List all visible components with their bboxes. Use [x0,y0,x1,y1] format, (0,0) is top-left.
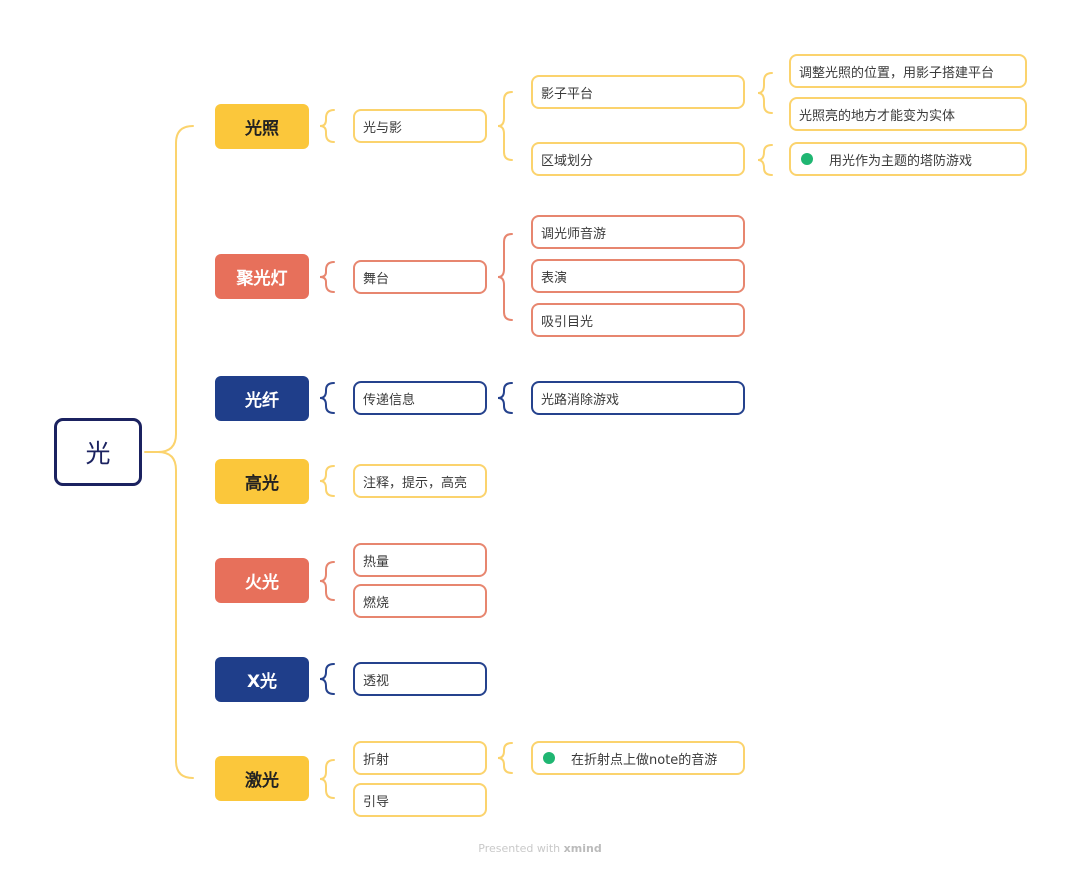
topic-ranshao[interactable]: 燃烧 [353,584,487,618]
topic-label: 舞台 [363,271,390,287]
topic-guanglu[interactable]: 光路消除游戏 [531,381,745,415]
topic-label: 透视 [363,673,390,689]
brace-huoguang [319,561,335,601]
footer-prefix: Presented with [478,842,561,855]
topic-label: 调整光照的位置，用影子搭建平台 [799,65,995,81]
topic-label: 燃烧 [363,595,390,611]
topic-note-yinyou[interactable]: 在折射点上做note的音游 [531,741,745,775]
footer-brand: xmind [563,842,602,855]
brace-chuandi [497,382,513,414]
topic-label: 影子平台 [541,86,594,102]
topic-tafang[interactable]: 用光作为主题的塔防游戏 [789,142,1027,176]
branch-huoguang[interactable]: 火光 [215,558,309,603]
topic-label: 注释，提示，高亮 [363,475,468,491]
brace-jiguang [319,759,335,799]
brace-gaoguang [319,465,335,497]
branch-guangzhao[interactable]: 光照 [215,104,309,149]
topic-label: 折射 [363,752,390,768]
branch-guangxian[interactable]: 光纤 [215,376,309,421]
topic-chuandi[interactable]: 传递信息 [353,381,487,415]
topic-label: 表演 [541,270,568,286]
green-marker-icon [543,752,555,764]
root-topic[interactable]: 光 [54,418,142,486]
topic-label: 光与影 [363,120,403,136]
brace-xguang [319,663,335,695]
topic-label: 用光作为主题的塔防游戏 [829,153,973,169]
brace-wutai [497,233,513,321]
branch-xguang[interactable]: X光 [215,657,309,702]
topic-label: 区域划分 [541,153,594,169]
topic-reliang[interactable]: 热量 [353,543,487,577]
branch-jiguang[interactable]: 激光 [215,756,309,801]
topic-label: 吸引目光 [541,314,594,330]
topic-yingzi-pingtai[interactable]: 影子平台 [531,75,745,109]
topic-zheshe[interactable]: 折射 [353,741,487,775]
topic-biaoyan[interactable]: 表演 [531,259,745,293]
brace-guangzhao [319,109,335,143]
brace-guangxian [319,382,335,414]
topic-label: 引导 [363,794,390,810]
topic-quyu-huafen[interactable]: 区域划分 [531,142,745,176]
topic-wutai[interactable]: 舞台 [353,260,487,294]
topic-guang-yu-ying[interactable]: 光与影 [353,109,487,143]
topic-zhushi[interactable]: 注释，提示，高亮 [353,464,487,498]
brace-quyu [757,144,773,176]
branch-gaoguang[interactable]: 高光 [215,459,309,504]
brace-yingzi [757,72,773,114]
topic-label: 调光师音游 [541,226,607,242]
topic-label: 传递信息 [363,392,416,408]
brace-guang-yu-ying [497,91,513,161]
brace-zheshe [497,742,513,774]
topic-toushi[interactable]: 透视 [353,662,487,696]
topic-label: 光路消除游戏 [541,392,620,408]
topic-xiyin[interactable]: 吸引目光 [531,303,745,337]
topic-label: 在折射点上做note的音游 [571,752,718,768]
topic-label: 热量 [363,554,390,570]
topic-guangzhao-liang[interactable]: 光照亮的地方才能变为实体 [789,97,1027,131]
topic-yindao[interactable]: 引导 [353,783,487,817]
brace-juguangdeng [319,261,335,293]
green-marker-icon [801,153,813,165]
footer-credit: Presented with xmind [0,842,1080,855]
root-connector [144,125,194,779]
topic-tiaozheng[interactable]: 调整光照的位置，用影子搭建平台 [789,54,1027,88]
topic-label: 光照亮的地方才能变为实体 [799,108,956,124]
topic-tiaoguangshi[interactable]: 调光师音游 [531,215,745,249]
branch-juguangdeng[interactable]: 聚光灯 [215,254,309,299]
